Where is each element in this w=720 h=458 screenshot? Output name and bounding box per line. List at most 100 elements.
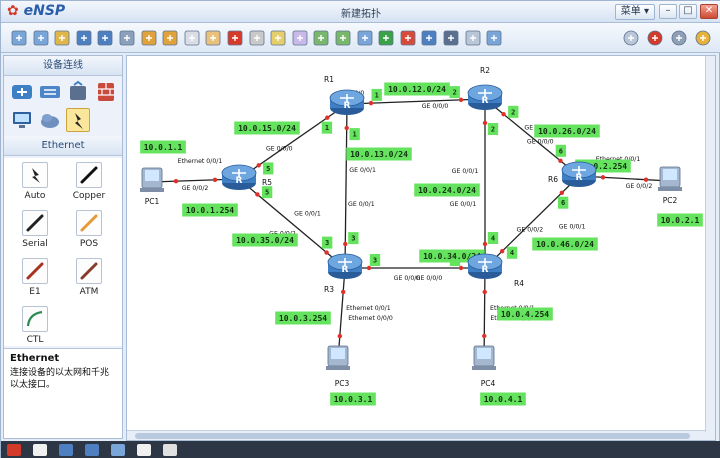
cable-label: CTL <box>26 335 44 345</box>
network-status-icon[interactable] <box>59 444 73 456</box>
palette-icon[interactable] <box>290 28 310 48</box>
interface-tag-bg <box>487 232 499 244</box>
fit-icon[interactable] <box>355 28 375 48</box>
address-label-8: 10.0.4.1 <box>480 392 526 406</box>
grid-icon[interactable] <box>463 28 483 48</box>
huawei-icon[interactable] <box>645 28 665 48</box>
maximize-button[interactable]: □ <box>679 4 697 19</box>
port-label: GE 0/0/0 <box>422 103 449 110</box>
address-label-4: 10.0.2.1 <box>657 213 703 227</box>
toolbar <box>1 23 720 53</box>
huawei-status-icon[interactable] <box>7 444 21 456</box>
interface-tag: 4 <box>487 232 499 244</box>
capture-icon[interactable] <box>419 28 439 48</box>
r2-label: R2 <box>480 66 490 75</box>
delete-icon[interactable] <box>225 28 245 48</box>
link-line <box>484 98 580 177</box>
r5-router-icon[interactable]: R <box>221 164 257 190</box>
router-badge: R <box>236 176 243 186</box>
interface-tag-text: 6 <box>561 199 565 207</box>
link-endpoint <box>343 241 348 247</box>
link-endpoint <box>600 175 606 180</box>
firewall-category-icon[interactable] <box>94 80 118 104</box>
zoom-out-icon[interactable] <box>333 28 353 48</box>
text-icon[interactable] <box>268 28 288 48</box>
title-bar: ✿ eNSP 新建拓扑 菜单 ▾ – □ ✕ <box>1 1 720 23</box>
delete-link-icon[interactable] <box>247 28 267 48</box>
r3-router-icon[interactable]: R <box>327 253 363 279</box>
connection-category-icon[interactable] <box>66 108 90 132</box>
cable-e1[interactable]: E1 <box>10 258 60 304</box>
clock-status-icon[interactable] <box>163 444 177 456</box>
cli-icon[interactable] <box>441 28 461 48</box>
r1-label: R1 <box>324 75 334 84</box>
open-icon[interactable] <box>52 28 72 48</box>
address-label-7: 10.0.4.254 <box>497 307 553 321</box>
shell-status-icon[interactable] <box>85 444 99 456</box>
help-icon[interactable] <box>693 28 713 48</box>
interface-tag-text: 5 <box>266 165 270 173</box>
cable-serial[interactable]: Serial <box>10 210 60 256</box>
cable-ctl[interactable]: CTL <box>10 306 60 352</box>
r2-router-icon[interactable]: R <box>467 84 503 110</box>
save-as-icon[interactable] <box>95 28 115 48</box>
address-label-1-bg <box>140 140 186 154</box>
pc1-pc-icon[interactable] <box>140 167 164 192</box>
subnet-label-6-text: 10.0.35.0/24 <box>236 236 294 245</box>
start-all-icon[interactable] <box>376 28 396 48</box>
cable-atm[interactable]: ATM <box>64 258 114 304</box>
r1-router-icon[interactable]: R <box>329 89 365 115</box>
link-endpoint <box>501 112 506 117</box>
switch-category-icon[interactable] <box>38 80 62 104</box>
vertical-scrollbar[interactable] <box>705 56 715 432</box>
print-icon[interactable] <box>117 28 137 48</box>
pc3-pc-icon[interactable] <box>326 345 350 370</box>
horizontal-scroll-thumb[interactable] <box>135 433 690 439</box>
topo-view-icon[interactable] <box>484 28 504 48</box>
pc4-pc-icon[interactable] <box>472 345 496 370</box>
pan-icon[interactable] <box>203 28 223 48</box>
address-label-8-text: 10.0.4.1 <box>484 395 523 404</box>
new-example-icon[interactable] <box>31 28 51 48</box>
cable-auto[interactable]: Auto <box>10 162 60 208</box>
interface-tag: 5 <box>261 186 273 199</box>
horizontal-scrollbar[interactable] <box>127 430 715 440</box>
minimize-button[interactable]: – <box>659 4 677 19</box>
cable-copper[interactable]: Copper <box>64 162 114 208</box>
tool-status-icon[interactable] <box>111 444 125 456</box>
wireless-category-icon[interactable] <box>66 80 90 104</box>
link-endpoint <box>324 250 329 255</box>
cable-pos[interactable]: POS <box>64 210 114 256</box>
cli-status-icon[interactable] <box>137 444 151 456</box>
pc-category-icon[interactable] <box>10 108 34 132</box>
e1-cable-icon <box>22 258 48 284</box>
r6-router-icon[interactable]: R <box>561 161 597 187</box>
router-badge: R <box>576 173 583 183</box>
router-category-icon[interactable] <box>10 80 34 104</box>
new-topology-icon[interactable] <box>9 28 29 48</box>
cloud-category-icon[interactable] <box>38 108 62 132</box>
chat-icon[interactable] <box>621 28 641 48</box>
port-label: GE 0/0/0 <box>527 139 554 146</box>
router-arrows <box>338 258 352 266</box>
stop-all-icon[interactable] <box>398 28 418 48</box>
menu-button[interactable]: 菜单 ▾ <box>614 4 655 20</box>
pc-screen <box>663 169 677 180</box>
r4-router-icon[interactable]: R <box>467 253 503 279</box>
app-status-icon[interactable] <box>33 444 47 456</box>
select-icon[interactable] <box>182 28 202 48</box>
interface-tag-bg <box>261 186 273 199</box>
router-badge: R <box>482 96 489 106</box>
zoom-in-icon[interactable] <box>311 28 331 48</box>
subnet-label-3-text: 10.0.13.0/24 <box>350 150 408 159</box>
status-strip <box>1 441 720 458</box>
interface-tag-bg <box>487 123 499 135</box>
redo-icon[interactable] <box>160 28 180 48</box>
save-icon[interactable] <box>74 28 94 48</box>
settings-icon[interactable] <box>669 28 689 48</box>
undo-icon[interactable] <box>139 28 159 48</box>
pc2-pc-icon[interactable] <box>658 166 682 191</box>
close-button[interactable]: ✕ <box>700 4 718 19</box>
